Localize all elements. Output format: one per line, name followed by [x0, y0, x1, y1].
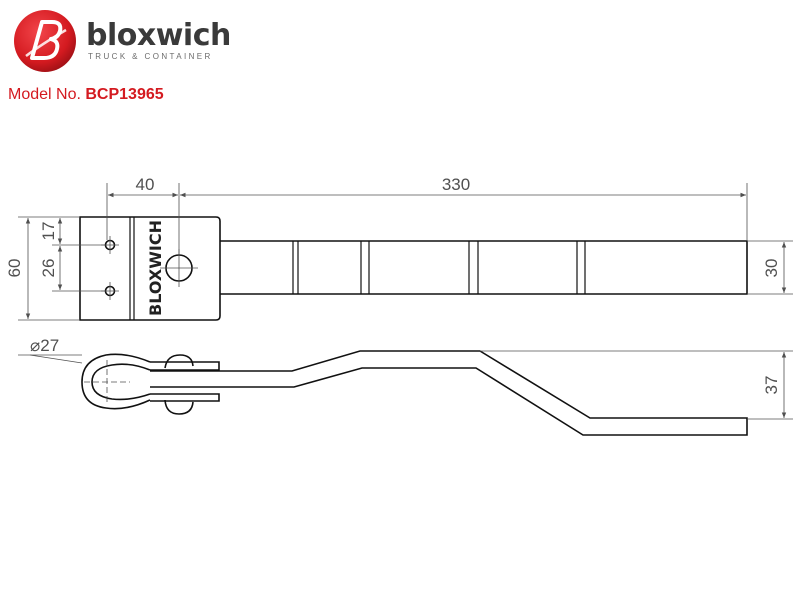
dim-eye-diameter: ⌀27 — [30, 336, 59, 355]
model-value: BCP13965 — [85, 86, 164, 103]
dimension-lines-top — [18, 183, 793, 321]
stamp-text: BLOXWICH — [146, 220, 165, 316]
dimension-lines-side — [18, 350, 793, 420]
model-label: Model No. — [8, 86, 81, 103]
side-bar-profile — [150, 350, 748, 436]
dim-overall-height: 60 — [5, 259, 24, 278]
dim-bar-width: 30 — [762, 259, 781, 278]
side-clamp-eye — [81, 353, 151, 410]
dim-top-hole-gap: 17 — [39, 222, 58, 241]
dim-offset-drop: 37 — [762, 376, 781, 395]
centre-marks — [101, 236, 198, 300]
bar-bend-lines — [292, 241, 586, 294]
bar-outline — [220, 240, 748, 295]
header: bloxwich TRUCK & CONTAINER Model No. BCP… — [0, 0, 800, 120]
dim-eye-diameter-value: 27 — [40, 336, 59, 355]
clamp-plate-outline — [79, 216, 221, 321]
diameter-symbol: ⌀ — [30, 336, 40, 355]
dim-bar-length: 330 — [442, 175, 470, 194]
side-plate-lower — [150, 393, 220, 402]
top-view — [79, 216, 748, 321]
side-view — [81, 350, 748, 436]
dim-hole-offset: 40 — [136, 175, 155, 194]
model-number: Model No. BCP13965 — [8, 86, 164, 104]
eye-centre-marks — [84, 360, 130, 404]
side-plate-upper — [150, 361, 220, 371]
bloxwich-b-badge-icon — [14, 10, 76, 72]
brand-name: bloxwich — [86, 18, 231, 53]
brand-tagline: TRUCK & CONTAINER — [88, 52, 213, 61]
side-pivot-lower — [164, 399, 194, 415]
dim-hole-spacing: 26 — [39, 259, 58, 278]
